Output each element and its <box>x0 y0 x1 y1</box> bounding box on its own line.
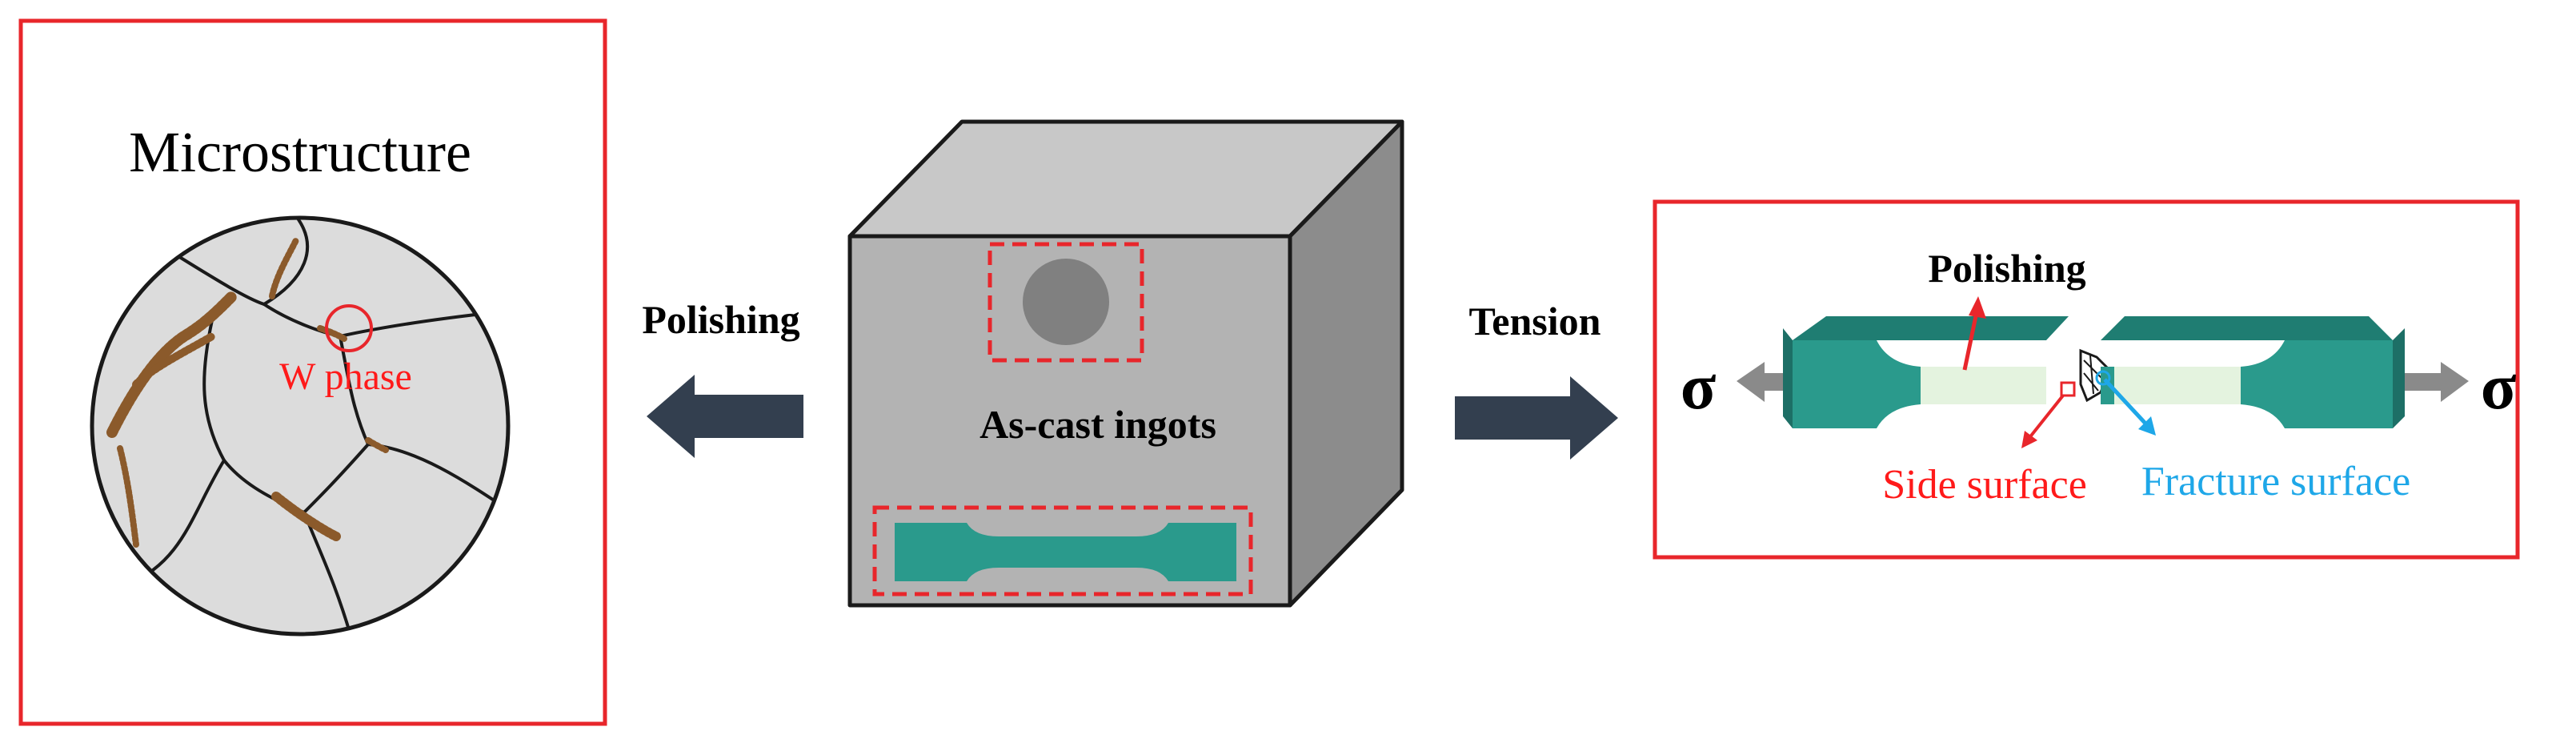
polishing-arrow-label: Polishing <box>642 297 799 342</box>
cube-label: As-cast ingots <box>980 402 1216 447</box>
w-phase <box>117 445 139 548</box>
tension-arrow-label: Tension <box>1469 299 1601 343</box>
grain-boundary <box>302 443 370 514</box>
w-phase <box>132 332 216 388</box>
disk-sample <box>1023 259 1109 345</box>
specimen-left-half <box>1783 316 2069 428</box>
fracture-surface-label: Fracture surface <box>2141 459 2410 504</box>
w-phase <box>365 437 389 453</box>
cube-cutouts: As-cast ingots <box>872 242 1253 596</box>
gauge-section-left <box>1921 367 2046 404</box>
specimen-right-half <box>2101 316 2405 428</box>
right-stress-arrow <box>2401 362 2469 402</box>
w-phase <box>271 492 341 541</box>
disk-sample-outline <box>988 242 1144 363</box>
w-phase-highlight <box>325 304 373 352</box>
left-arrow-shape <box>647 375 803 458</box>
stress-symbol-right: σ <box>2481 350 2517 423</box>
grain-boundary <box>339 311 498 338</box>
tension-arrow: Tension <box>1455 299 1618 460</box>
polishing-arrow: Polishing <box>642 297 803 458</box>
right-arrow-shape <box>1455 376 1618 460</box>
tensile-test-panel: σ σ Polishing Side surface <box>1653 199 2520 560</box>
w-phase-label: W phase <box>279 355 412 398</box>
microstructure-title: Microstructure <box>129 120 471 184</box>
w-phase <box>269 237 299 299</box>
side-surface-label: Side surface <box>1882 462 2087 508</box>
side-surface-marker <box>2060 381 2076 397</box>
grain-boundary <box>262 218 310 306</box>
microstructure-panel: Microstructure <box>18 18 607 726</box>
stress-symbol-left: σ <box>1681 350 1717 423</box>
w-phase <box>106 291 238 438</box>
tensile-sample <box>895 523 1236 581</box>
microstructure-circle: W phase <box>90 215 511 637</box>
gauge-section-right <box>2114 367 2241 404</box>
tensile-sample-outline <box>872 505 1253 596</box>
w-phase <box>317 325 347 342</box>
left-stress-arrow <box>1737 362 1799 402</box>
polishing-label: Polishing <box>1928 246 2085 291</box>
